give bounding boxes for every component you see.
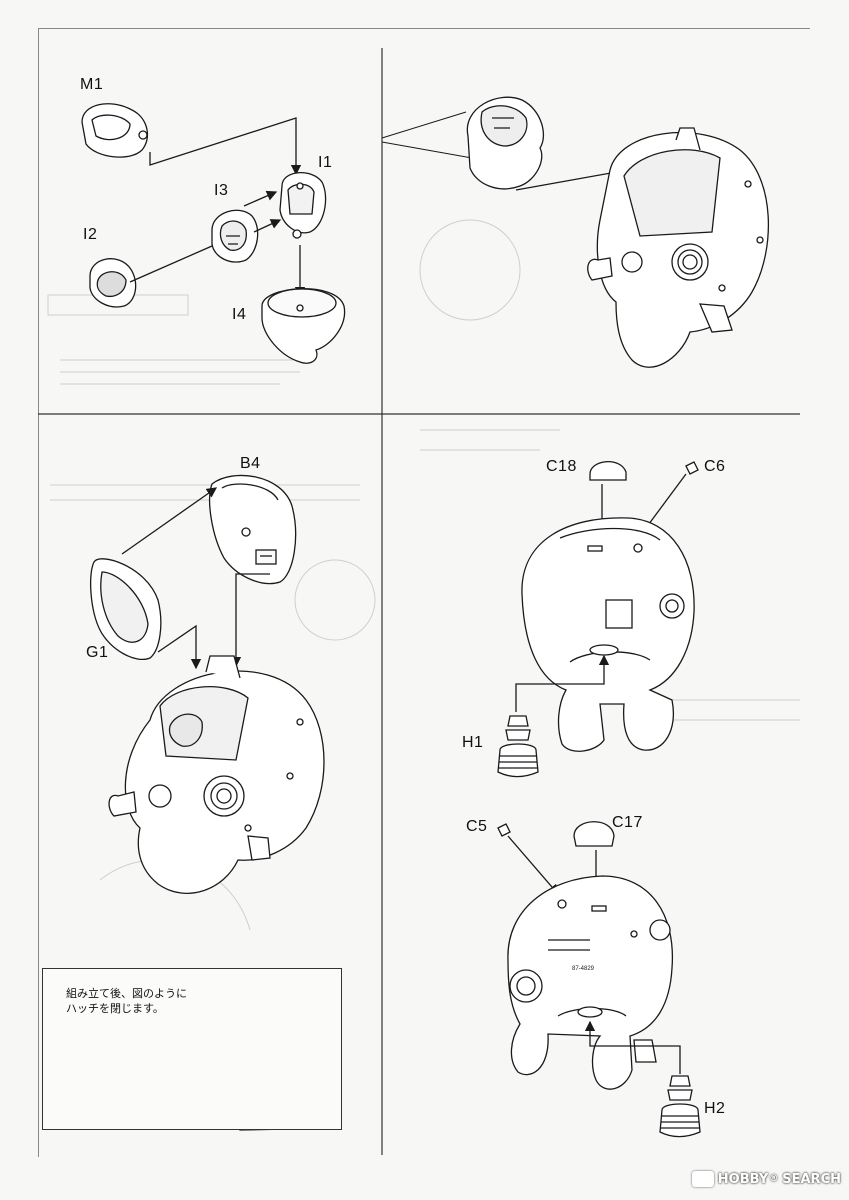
label-i2: I2 <box>83 226 98 243</box>
hatch-note-text: 組み立て後、図のように ハッチを閉じます。 <box>66 986 187 1016</box>
body-rear-upper <box>521 517 695 752</box>
faint-background-print <box>47 219 800 931</box>
part-i1-helmet-shell <box>279 172 327 239</box>
hobbysearch-watermark: HOBBY ® SEARCH <box>691 1168 841 1190</box>
hatch-note-line-2: ハッチを閉じます。 <box>66 1002 164 1015</box>
hobbysearch-logo-icon <box>691 1171 714 1187</box>
page-frame <box>38 28 810 1157</box>
part-i3-pilot-head <box>211 209 259 263</box>
arrow-h1-to-body <box>515 654 610 712</box>
arrow-i3-to-i1-upper <box>243 190 278 207</box>
part-h2-thruster <box>659 1075 701 1138</box>
label-m1: M1 <box>80 76 104 93</box>
watermark-registered-mark: ® <box>769 1174 779 1184</box>
arrow-i2-to-i3 <box>129 245 213 283</box>
label-h1: H1 <box>462 734 484 751</box>
label-c5: C5 <box>466 818 488 835</box>
label-b4: B4 <box>240 455 261 472</box>
label-h2: H2 <box>704 1100 726 1117</box>
arrow-g1-to-b4 <box>121 487 218 555</box>
watermark-brand-2: SEARCH <box>782 1171 841 1187</box>
label-i1: I1 <box>318 154 333 171</box>
label-c17: C17 <box>612 814 643 831</box>
part-m1-visor <box>81 103 149 158</box>
hatch-note-box <box>42 968 342 1130</box>
body-rear-lower <box>507 875 674 1090</box>
arrow-b4-to-hatch <box>230 573 270 668</box>
part-i4-collar <box>261 288 346 364</box>
arrow-m1-to-i1 <box>149 117 302 176</box>
part-i2-visor-frame <box>89 258 137 308</box>
watermark-brand: HOBBY <box>717 1171 769 1187</box>
label-c18: C18 <box>546 458 577 475</box>
assembled-head <box>466 96 545 190</box>
arrow-c5-to-body <box>507 835 559 895</box>
label-i3: I3 <box>214 182 229 199</box>
arrow-i3-to-i1-lower <box>253 219 282 233</box>
hatch-note-line-1: 組み立て後、図のように <box>66 987 187 1000</box>
part-b4-hatch-outer <box>209 474 297 585</box>
arrow-g1-to-hatch <box>157 624 202 670</box>
part-c18-dome <box>589 461 627 481</box>
part-c5-cap <box>497 823 511 837</box>
body-top-right <box>587 127 770 368</box>
label-c6: C6 <box>704 458 726 475</box>
part-c17-dome <box>573 821 615 847</box>
label-g1: G1 <box>86 644 109 661</box>
label-i4: I4 <box>232 306 247 323</box>
part-c6-cap <box>685 461 699 475</box>
part-h1-thruster <box>497 715 539 778</box>
part-g1-hatch-inner <box>90 558 162 660</box>
arrow-h2-to-body <box>584 1020 681 1074</box>
hull-marking-text: 87-4829 <box>572 966 595 972</box>
callout-wedge <box>381 111 473 159</box>
body-bottom-left <box>108 655 325 894</box>
